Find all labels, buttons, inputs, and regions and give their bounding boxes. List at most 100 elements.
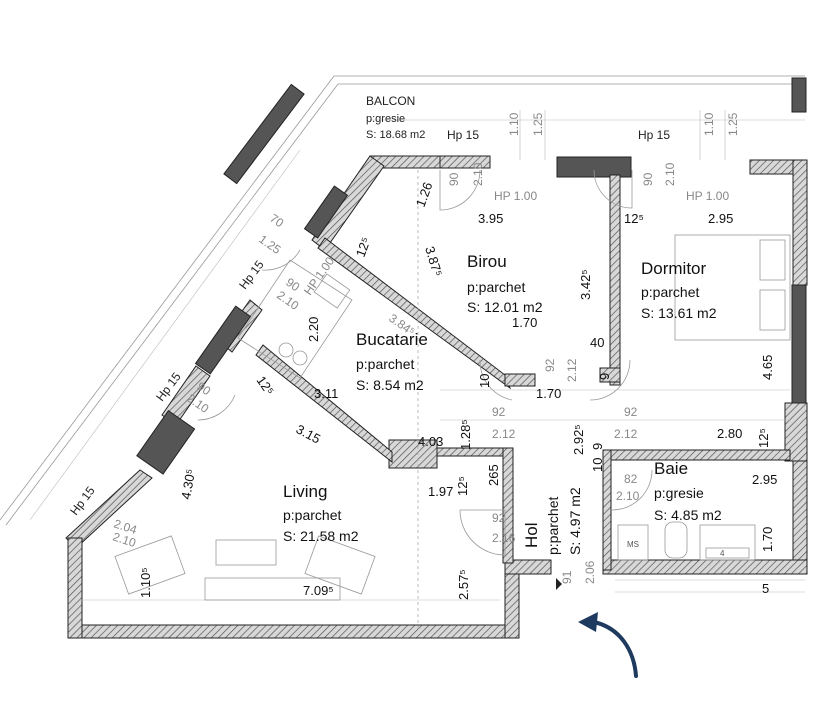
svg-text:1.28⁵: 1.28⁵ — [458, 419, 473, 450]
svg-text:1.25: 1.25 — [531, 112, 545, 136]
dimensions: 1.10 1.25 1.10 1.25 90 2.10 90 2.10 1.26… — [111, 112, 777, 600]
svg-text:12⁵: 12⁵ — [455, 476, 470, 496]
svg-text:4: 4 — [720, 549, 725, 558]
svg-text:Hp 15: Hp 15 — [447, 128, 479, 142]
svg-text:7.09⁵: 7.09⁵ — [303, 583, 334, 598]
room-baie: Baie p:gresie S: 4.85 m2 — [654, 459, 722, 523]
svg-text:p:parchet: p:parchet — [467, 279, 525, 295]
svg-text:9: 9 — [597, 373, 612, 380]
svg-text:3.87⁵: 3.87⁵ — [422, 244, 445, 278]
svg-text:p:gresie: p:gresie — [366, 113, 405, 125]
svg-text:91: 91 — [560, 570, 574, 584]
room-bucatarie: Bucatarie p:parchet S: 8.54 m2 — [356, 330, 428, 393]
interior-walls — [255, 174, 791, 571]
svg-text:HP 1.00: HP 1.00 — [686, 189, 729, 203]
svg-text:92: 92 — [492, 511, 506, 525]
svg-text:Hp 15: Hp 15 — [236, 258, 267, 292]
svg-text:Dormitor: Dormitor — [641, 259, 707, 278]
svg-text:p:parchet: p:parchet — [283, 507, 341, 523]
svg-text:Baie: Baie — [654, 459, 688, 478]
svg-text:p:parchet: p:parchet — [545, 497, 561, 555]
svg-text:70: 70 — [267, 211, 286, 230]
room-living: Living p:parchet S: 21.58 m2 — [283, 482, 359, 544]
svg-text:Birou: Birou — [467, 252, 507, 271]
svg-text:1.26: 1.26 — [413, 180, 436, 209]
svg-text:12⁵: 12⁵ — [624, 211, 644, 226]
entrance-arrow-icon — [578, 612, 638, 678]
svg-text:12⁵: 12⁵ — [353, 235, 374, 259]
exterior-walls — [65, 155, 808, 639]
svg-text:2.95: 2.95 — [752, 472, 777, 487]
svg-text:265: 265 — [486, 464, 501, 486]
svg-text:12⁵: 12⁵ — [756, 428, 771, 448]
construction-lines — [80, 170, 805, 630]
svg-text:1.25: 1.25 — [726, 112, 740, 136]
svg-text:3.11: 3.11 — [314, 386, 338, 401]
svg-text:2.10: 2.10 — [616, 489, 640, 503]
svg-text:S: 8.54 m2: S: 8.54 m2 — [356, 377, 424, 393]
balcony-column — [223, 83, 305, 185]
svg-text:p:parchet: p:parchet — [356, 356, 414, 372]
living-furniture — [114, 535, 376, 601]
svg-text:2.80: 2.80 — [717, 426, 742, 441]
room-dormitor: Dormitor p:parchet S: 13.61 m2 — [641, 259, 717, 321]
svg-text:2.06: 2.06 — [583, 560, 597, 584]
svg-text:HP 1.00: HP 1.00 — [494, 189, 537, 203]
svg-text:1.10⁵: 1.10⁵ — [138, 567, 153, 598]
svg-text:2.92⁵: 2.92⁵ — [571, 424, 586, 455]
svg-text:1.70: 1.70 — [536, 386, 561, 401]
svg-text:92: 92 — [543, 358, 557, 372]
svg-text:1.97: 1.97 — [428, 484, 453, 499]
svg-text:S: 12.01 m2: S: 12.01 m2 — [467, 299, 543, 315]
svg-text:10: 10 — [477, 374, 492, 388]
svg-text:1.10: 1.10 — [702, 112, 716, 136]
svg-text:2.20: 2.20 — [306, 317, 321, 342]
svg-text:2.12: 2.12 — [492, 427, 516, 441]
svg-text:2.57⁵: 2.57⁵ — [456, 569, 471, 600]
svg-text:Hp 15: Hp 15 — [638, 128, 670, 142]
svg-text:S: 18.68 m2: S: 18.68 m2 — [366, 129, 425, 141]
svg-text:9: 9 — [590, 443, 605, 450]
svg-text:1.70: 1.70 — [760, 527, 775, 552]
entry-marker — [556, 578, 562, 590]
svg-text:Hol: Hol — [522, 522, 541, 548]
svg-text:2.95: 2.95 — [708, 211, 733, 226]
svg-text:2.16: 2.16 — [492, 531, 516, 545]
svg-text:Bucatarie: Bucatarie — [356, 330, 428, 349]
svg-text:4.65: 4.65 — [760, 355, 775, 380]
bathroom-fixtures — [617, 521, 756, 561]
kitchen-counter — [237, 259, 353, 379]
svg-text:1.25: 1.25 — [256, 232, 283, 257]
svg-text:3.42⁵: 3.42⁵ — [578, 269, 593, 300]
room-hol: Hol p:parchet S: 4.97 m2 — [522, 487, 583, 555]
svg-text:5: 5 — [762, 581, 769, 596]
svg-text:92: 92 — [492, 405, 506, 419]
door-swings — [197, 169, 653, 556]
svg-text:10: 10 — [590, 458, 605, 472]
svg-text:2.04: 2.04 — [112, 517, 139, 538]
svg-text:12⁵: 12⁵ — [254, 373, 278, 398]
svg-text:p:parchet: p:parchet — [641, 284, 699, 300]
svg-text:2.10: 2.10 — [274, 288, 301, 313]
bed — [674, 234, 791, 341]
svg-text:2.10: 2.10 — [111, 530, 138, 551]
svg-text:2.10: 2.10 — [663, 162, 677, 186]
svg-text:HP 1.00: HP 1.00 — [301, 254, 337, 298]
svg-text:p:gresie: p:gresie — [654, 485, 704, 501]
svg-text:3.95: 3.95 — [478, 211, 503, 226]
svg-text:S: 4.97 m2: S: 4.97 m2 — [567, 487, 583, 555]
svg-text:Living: Living — [283, 482, 327, 501]
svg-text:S: 4.85 m2: S: 4.85 m2 — [654, 507, 722, 523]
room-balcon: BALCON p:gresie S: 18.68 m2 — [366, 94, 425, 141]
svg-text:90: 90 — [641, 172, 655, 186]
svg-text:1.10: 1.10 — [507, 112, 521, 136]
svg-text:2.12: 2.12 — [614, 427, 638, 441]
svg-text:2.12: 2.12 — [565, 358, 579, 382]
balcony-outline — [0, 75, 805, 526]
svg-text:82: 82 — [624, 472, 638, 486]
svg-text:BALCON: BALCON — [366, 94, 415, 108]
svg-text:S: 21.58 m2: S: 21.58 m2 — [283, 528, 359, 544]
svg-text:40: 40 — [590, 335, 604, 350]
balcony-column-right — [791, 77, 807, 113]
